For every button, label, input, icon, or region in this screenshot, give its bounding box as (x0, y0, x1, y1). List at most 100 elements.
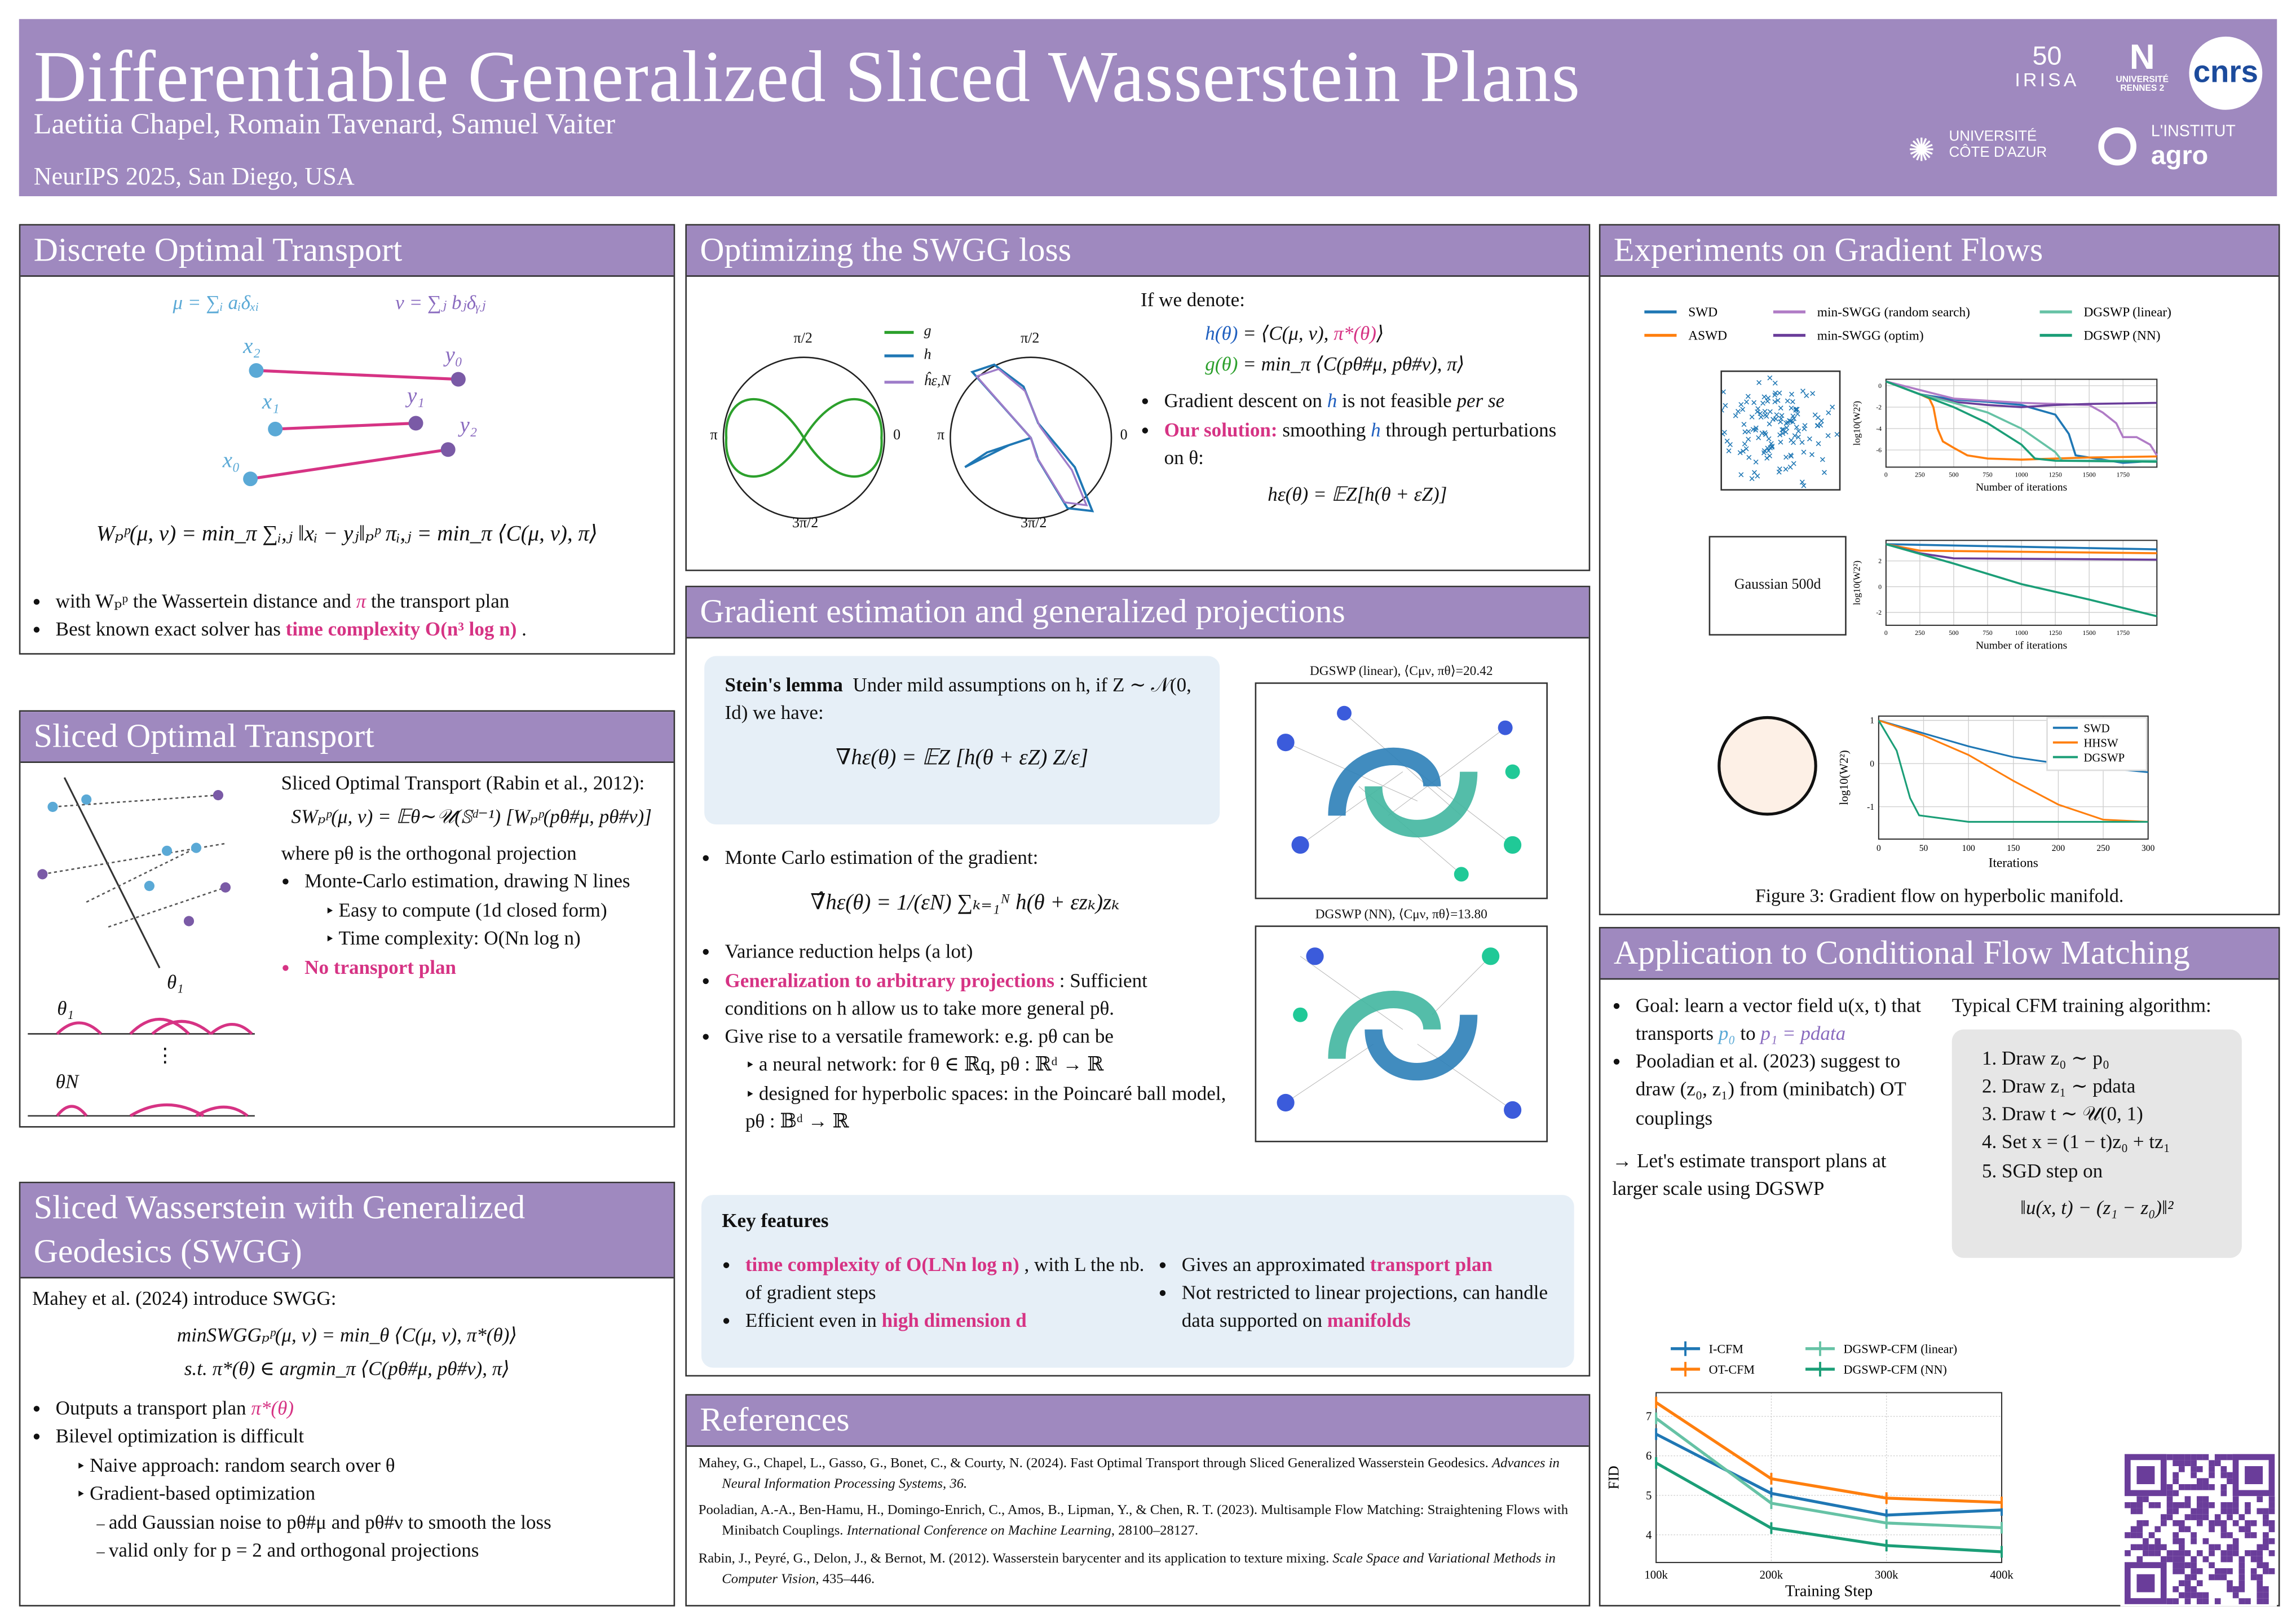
bullet: Bilevel optimization is difficult (56, 1423, 662, 1451)
x-axis-label: Number of iterations (1976, 639, 2067, 651)
qr-module (2227, 1502, 2233, 1508)
y-axis-label: log10(W2²) (1838, 750, 1851, 805)
qr-module (2166, 1454, 2173, 1460)
plot-frame (1655, 1392, 2003, 1563)
reference-item: Rabin, J., Peyré, G., Delon, J., & Berno… (699, 1551, 1577, 1591)
text: International Conference on Machine Lear… (846, 1524, 1111, 1539)
bullet-list: with Wₚᵖ the Wassertein distance and π t… (32, 587, 670, 643)
qr-module (2184, 1592, 2191, 1599)
qr-module (2184, 1502, 2191, 1508)
qr-finder (2232, 1454, 2275, 1497)
agro-text-1: L'INSTITUT (2151, 123, 2236, 141)
legend-label: DGSWP (2083, 751, 2125, 764)
qr-module (2184, 1574, 2191, 1581)
qr-module (2202, 1508, 2209, 1515)
qr-module (2184, 1550, 2191, 1556)
algorithm-step: Set x = (1 − t)z₀ + tz₁ (2002, 1128, 2242, 1157)
highlight: Generalization to arbitrary projections (725, 968, 1054, 991)
scatter-crosses (1710, 375, 1853, 488)
x-axis-label: Iterations (1989, 855, 2038, 870)
qr-module (2220, 1472, 2227, 1479)
x-tick-label: 150 (2007, 844, 2020, 853)
text: Scale Space and Variational Methods in C… (722, 1552, 1556, 1587)
bullet: with Wₚᵖ the Wassertein distance and π t… (56, 587, 671, 615)
qr-module (2202, 1598, 2209, 1604)
qr-module (2184, 1598, 2191, 1604)
qr-module (2178, 1544, 2185, 1551)
polar-label: π/2 (1021, 330, 1040, 347)
qr-module (2227, 1586, 2233, 1592)
qr-module (2184, 1496, 2191, 1502)
qr-module (2227, 1532, 2233, 1538)
qr-module (2154, 1502, 2161, 1508)
qr-module (2263, 1532, 2269, 1538)
nu-definition: ν = ∑ⱼ bⱼδᵧⱼ (395, 291, 486, 314)
legend-label: DGSWP (linear) (2083, 305, 2171, 320)
qr-module (2220, 1556, 2227, 1563)
qr-module (2263, 1538, 2269, 1544)
loss-formula: ‖u(x, t) − (z₁ − z₀)‖² (2020, 1195, 2174, 1218)
x-tick-label: 500 (1949, 629, 1959, 636)
qr-module (2214, 1544, 2221, 1551)
key-features-title: Key features (722, 1209, 829, 1232)
bullet: No transport plan (304, 953, 662, 981)
legend-label: SWD (1688, 305, 1717, 320)
point-label: y₁ (407, 385, 425, 409)
text: Mahey, G., Chapel, L., Gasso, G., Bonet,… (698, 1457, 1492, 1472)
reference-list: Mahey, G., Chapel, L., Gasso, G., Bonet,… (687, 1446, 1589, 1600)
algorithm-box: Draw z₀ ∼ p₀ Draw z₁ ∼ pdata Draw t ∼ 𝒰(… (1951, 1029, 2242, 1258)
y-axis-label: log10(W2²) (1851, 401, 1862, 445)
text: g(θ) (1205, 353, 1238, 376)
qr-module (2227, 1580, 2233, 1587)
qr-module (2257, 1586, 2263, 1592)
point-label: x₂ (243, 335, 260, 359)
qr-module (2268, 1508, 2275, 1515)
qr-module (2178, 1520, 2185, 1526)
text: : Sufficient conditions on h allow us to… (725, 968, 1147, 1019)
qr-module (2136, 1544, 2143, 1551)
qr-module (2166, 1484, 2173, 1490)
x-axis-label: Training Step (1785, 1582, 1873, 1600)
bullet-list: Outputs a transport plan π*(θ) Bilevel o… (32, 1394, 662, 1565)
qr-module (2173, 1532, 2179, 1538)
qr-module (2161, 1520, 2167, 1526)
qr-module (2232, 1544, 2239, 1551)
qr-module (2257, 1508, 2263, 1515)
qr-module (2220, 1574, 2227, 1581)
qr-module (2257, 1592, 2263, 1599)
stein-lemma-box: Stein's lemma Under mild assumptions on … (704, 656, 1220, 824)
text: Rabin, J., Peyré, G., Delon, J., & Berno… (698, 1552, 1333, 1567)
y-tick-label: -1 (1867, 802, 1874, 812)
qr-module (2257, 1496, 2263, 1502)
dash-item: valid only for p = 2 and orthogonal proj… (96, 1537, 661, 1565)
transport-line (250, 448, 449, 480)
cote-azur-text-2: CÔTE D'AZUR (1949, 144, 2047, 161)
legend-label: h (924, 347, 931, 363)
bullet: Variance reduction helps (a lot) (725, 938, 1228, 966)
qr-module (2178, 1502, 2185, 1508)
discrete-ot-panel: Discrete Optimal Transport μ = ∑ᵢ aᵢδₓᵢ … (19, 224, 675, 655)
qr-module (2257, 1580, 2263, 1587)
qr-module (2178, 1592, 2185, 1599)
qr-module (2196, 1568, 2203, 1574)
qr-module (2250, 1568, 2257, 1574)
qr-module (2268, 1502, 2275, 1508)
qr-module (2220, 1568, 2227, 1574)
theta-label: θ₁ (57, 997, 74, 1020)
x-tick-label: 500 (1949, 471, 1959, 478)
qr-module (2196, 1508, 2203, 1515)
qr-code[interactable] (2120, 1449, 2277, 1607)
algorithm-step: Draw z₁ ∼ pdata (2002, 1072, 2242, 1100)
x-tick-label: 750 (1982, 471, 1993, 478)
gaussian-label: Gaussian 500d (1708, 536, 1847, 636)
cfm-text: Goal: learn a vector field u(x, t) that … (1612, 991, 1931, 1202)
sun-icon: ✺ (1908, 131, 1935, 169)
qr-module (2196, 1502, 2203, 1508)
transport-line (256, 369, 458, 381)
legend-label: SWD (2083, 722, 2109, 735)
qr-module (2202, 1454, 2209, 1460)
algorithm-step: Draw z₀ ∼ p₀ (2002, 1044, 2242, 1072)
qr-module (2161, 1514, 2167, 1520)
transport-plan-plot (1277, 947, 1522, 1119)
